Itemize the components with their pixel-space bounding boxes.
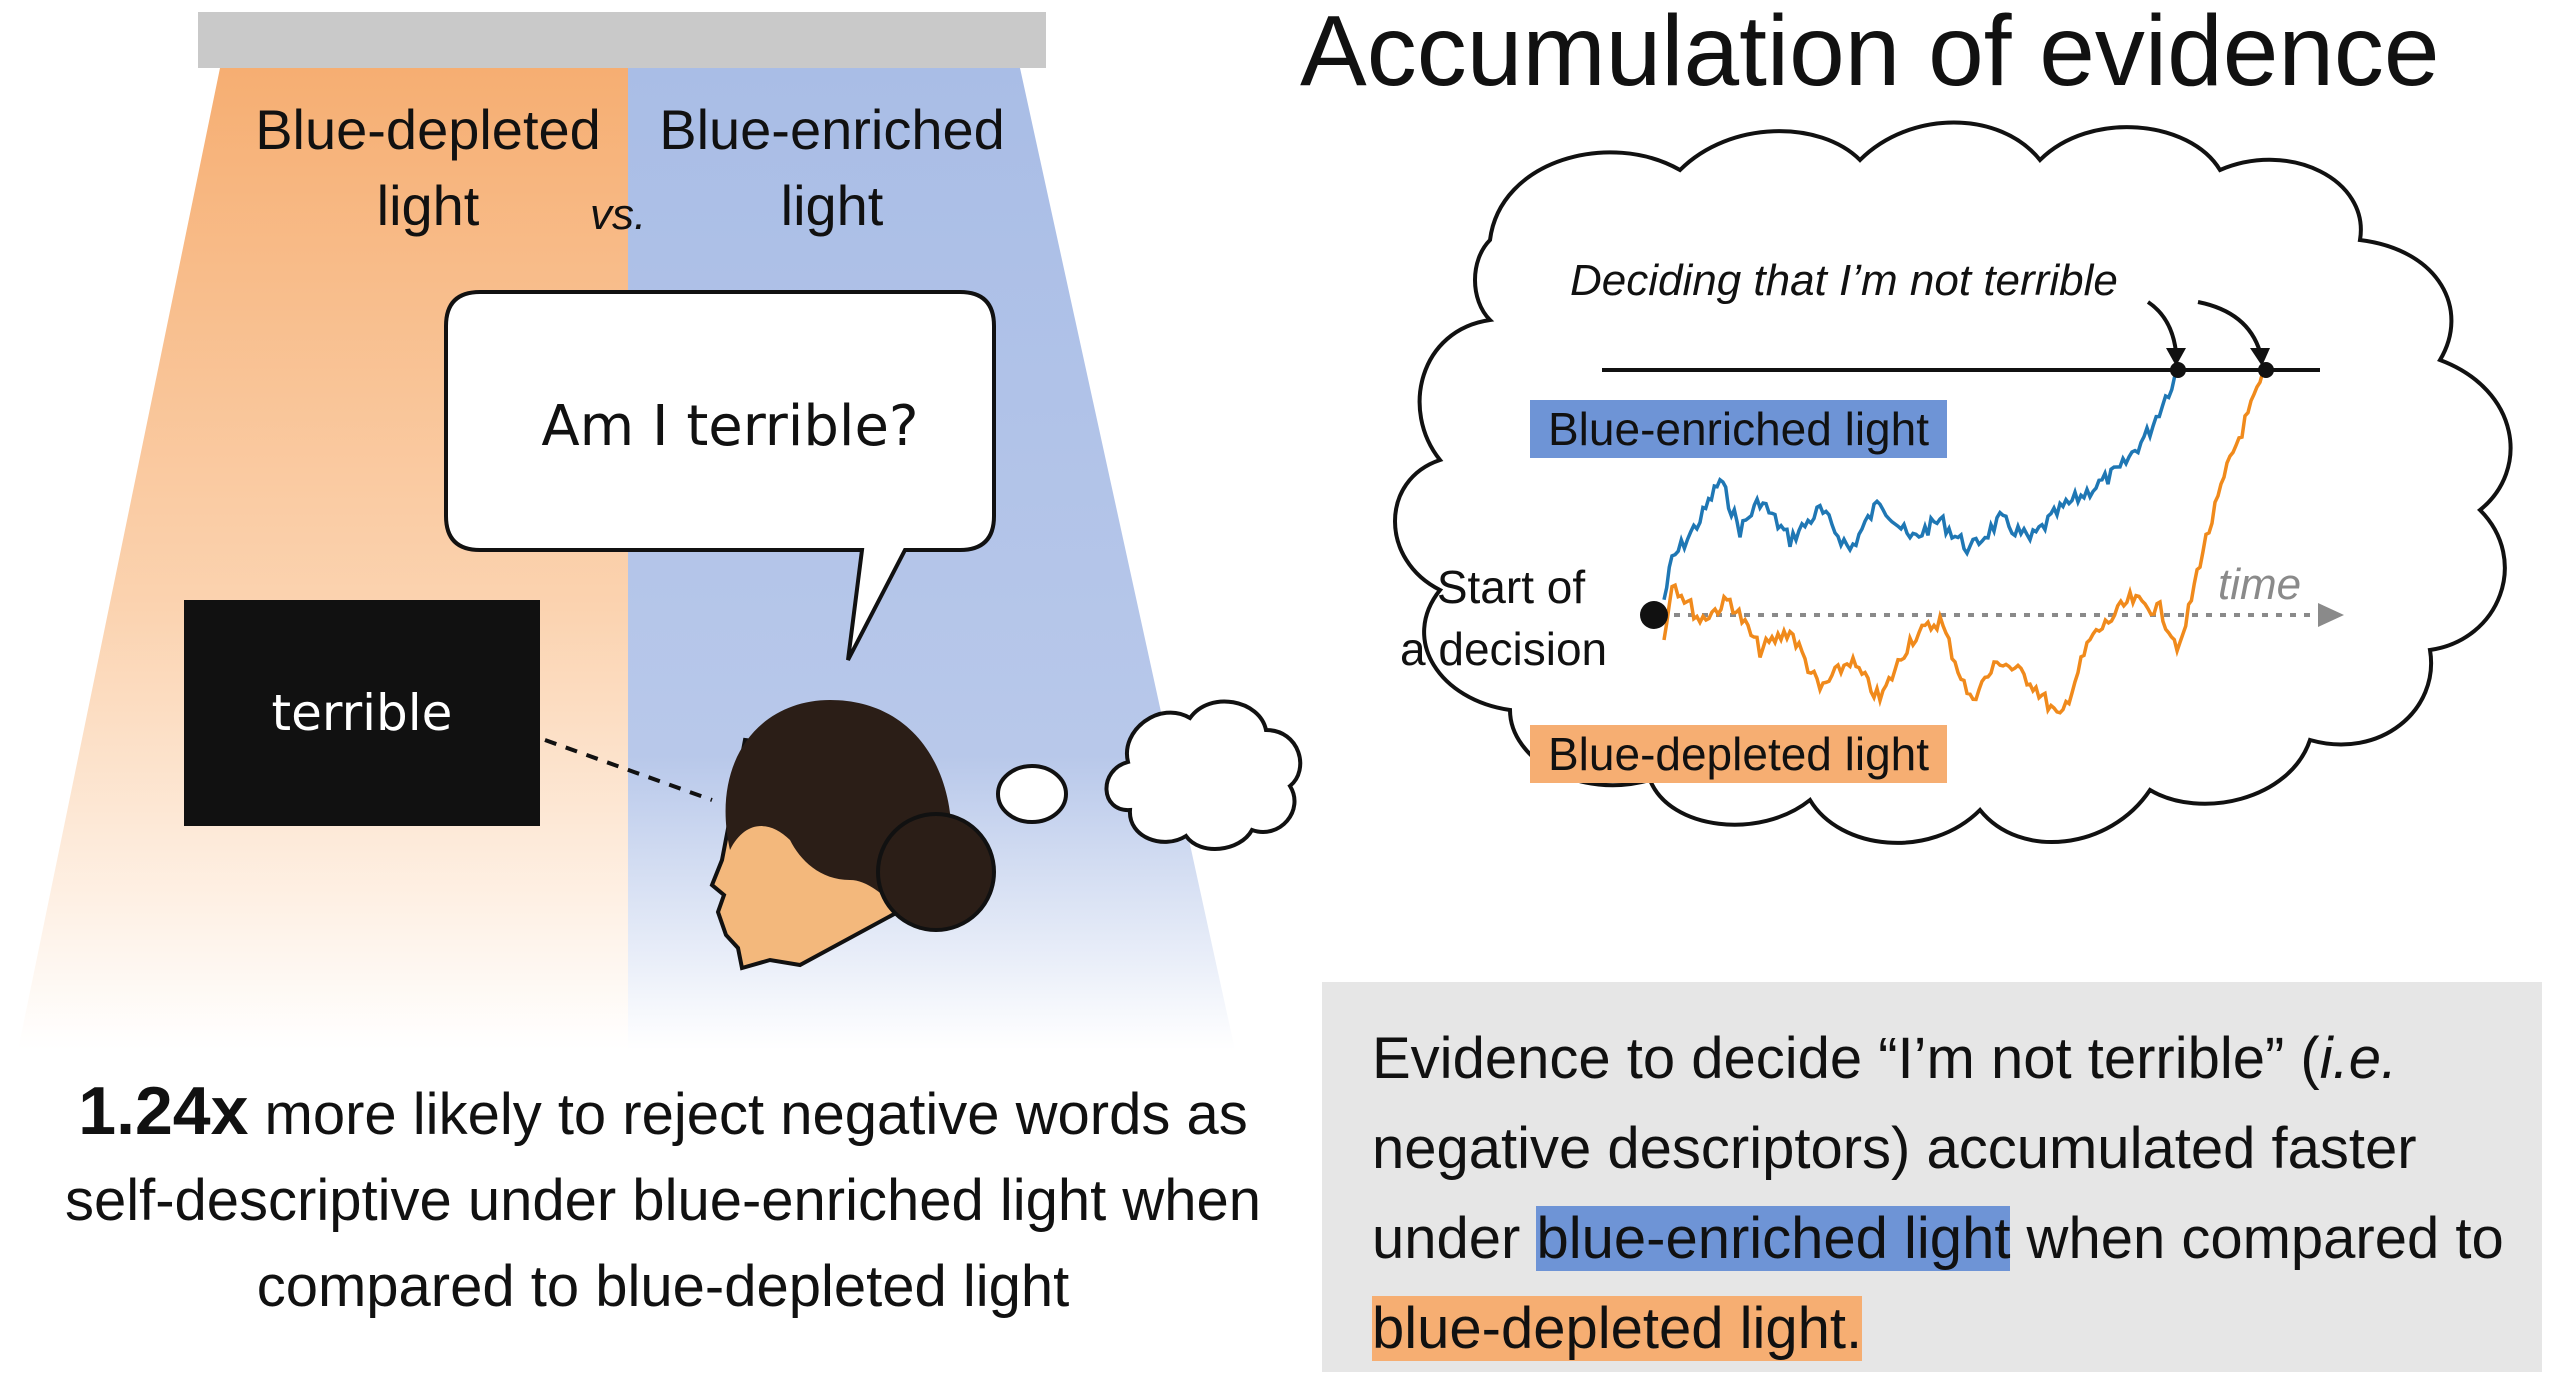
blue-depleted-trace	[1662, 368, 2267, 715]
figure-title: Accumulation of evidence	[1300, 0, 2440, 107]
evidence-text: Evidence to decide “I’m not terrible” (i…	[1372, 1026, 2504, 1361]
head-profile-icon	[709, 700, 996, 971]
orange-crossing-dot	[2258, 362, 2274, 378]
result-caption-text: more likely to reject negative words as …	[64, 1082, 1262, 1319]
vs-label: vs.	[590, 190, 647, 239]
blue-enriched-tag: Blue-enriched light	[1530, 400, 1948, 458]
time-axis-arrowhead	[2318, 603, 2344, 627]
speech-bubble	[444, 290, 996, 661]
start-dot	[1640, 601, 1668, 629]
word-card: terrible	[184, 600, 540, 826]
time-label: time	[2218, 560, 2302, 609]
deciding-arrow-2	[2197, 300, 2262, 353]
deciding-label: Deciding that I’m not terrible	[1570, 256, 2118, 305]
deciding-arrowhead-1	[2166, 348, 2186, 366]
result-ratio: 1.24x	[78, 1073, 249, 1149]
blue-depleted-tag: Blue-depleted light	[1530, 725, 1948, 783]
highlight-blue-depleted: blue-depleted light.	[1372, 1296, 1863, 1361]
thought-dot-small	[996, 764, 1068, 824]
thought-cloud	[1393, 120, 2513, 845]
blue-enriched-label: Blue-enriched light	[659, 98, 1005, 237]
gaze-line	[544, 738, 713, 802]
evidence-box: Evidence to decide “I’m not terrible” (i…	[1322, 982, 2542, 1372]
speech-bubble-text: Am I terrible?	[541, 394, 919, 459]
deciding-arrowhead-2	[2250, 348, 2270, 366]
hair-bun	[876, 812, 996, 932]
lamp-bar	[198, 12, 1046, 68]
highlight-blue-enriched: blue-enriched light	[1536, 1206, 2011, 1271]
blue-depleted-label: Blue-depleted light	[255, 98, 601, 237]
word-card-text: terrible	[271, 684, 453, 742]
deciding-arrow-1	[2146, 300, 2178, 353]
thought-dot-medium	[1104, 699, 1303, 851]
start-of-decision-label: Start of a decision	[1400, 561, 1608, 675]
blue-enriched-trace	[1662, 369, 2180, 601]
result-caption: 1.24x more likely to reject negative wor…	[18, 1068, 1308, 1330]
blue-crossing-dot	[2170, 362, 2186, 378]
